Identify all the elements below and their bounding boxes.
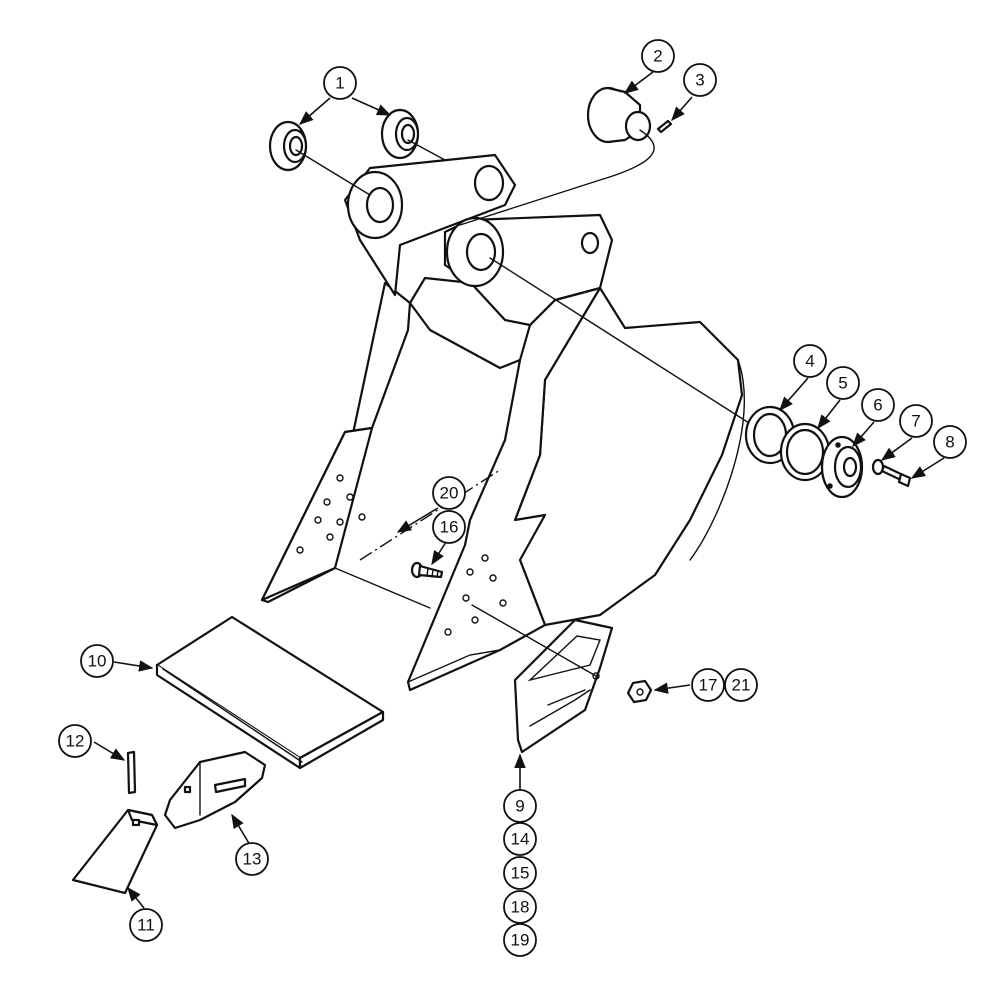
left-mounting-ear — [343, 153, 517, 297]
pivot-pin — [586, 86, 652, 144]
callout-7: 7 — [899, 404, 933, 438]
callout-18: 18 — [503, 890, 537, 924]
plow-bolt — [410, 561, 444, 579]
callout-2: 2 — [641, 39, 675, 73]
svg-text:8: 8 — [945, 433, 954, 452]
svg-text:7: 7 — [911, 412, 920, 431]
lock-pin — [126, 750, 137, 795]
svg-text:9: 9 — [515, 797, 524, 816]
svg-text:19: 19 — [511, 931, 530, 950]
svg-text:14: 14 — [511, 830, 530, 849]
callout-12: 12 — [58, 724, 92, 758]
callout-21: 21 — [724, 668, 758, 702]
svg-text:5: 5 — [838, 374, 847, 393]
svg-text:13: 13 — [243, 850, 262, 869]
left-plate-bolt-holes — [296, 474, 366, 554]
roll-pin — [656, 119, 673, 134]
callout-8: 8 — [933, 425, 967, 459]
callout-4: 4 — [793, 344, 827, 378]
cutting-edge — [155, 615, 385, 770]
bolt-8 — [880, 464, 912, 488]
callout-10: 10 — [80, 644, 114, 678]
bushing-right — [380, 108, 420, 160]
callout-3: 3 — [683, 63, 717, 97]
bucket-right-side-plate — [406, 286, 602, 692]
bucket-body — [260, 276, 746, 692]
svg-text:10: 10 — [88, 652, 107, 671]
tooth-point — [71, 808, 159, 895]
callout-17: 17 — [691, 668, 725, 702]
svg-text:15: 15 — [511, 864, 530, 883]
retainer-plate-6 — [820, 435, 864, 499]
svg-text:6: 6 — [873, 396, 882, 415]
callout-5: 5 — [826, 366, 860, 400]
callout-11: 11 — [129, 908, 163, 942]
svg-text:3: 3 — [695, 71, 704, 90]
svg-text:12: 12 — [66, 732, 85, 751]
svg-text:11: 11 — [137, 916, 155, 935]
svg-text:1: 1 — [335, 74, 344, 93]
svg-text:20: 20 — [440, 484, 459, 503]
right-mounting-ear — [443, 213, 614, 327]
side-cutter — [513, 618, 614, 754]
right-plate-bolt-holes — [444, 554, 507, 636]
callout-13: 13 — [235, 842, 269, 876]
callout-14: 14 — [503, 822, 537, 856]
callout-6: 6 — [861, 388, 895, 422]
svg-text:4: 4 — [805, 352, 814, 371]
svg-text:21: 21 — [732, 676, 751, 695]
svg-text:17: 17 — [699, 676, 718, 695]
callout-15: 15 — [503, 856, 537, 890]
callout-16: 16 — [432, 510, 466, 544]
callout-19: 19 — [503, 923, 537, 957]
leader-lines — [93, 71, 945, 909]
callout-1: 1 — [323, 66, 357, 100]
svg-text:18: 18 — [511, 898, 530, 917]
bushing-left — [268, 120, 308, 172]
svg-text:2: 2 — [653, 47, 662, 66]
plow-bolt-nut — [626, 679, 653, 704]
tooth-adapter — [163, 750, 267, 830]
svg-text:16: 16 — [440, 518, 459, 537]
callout-9: 9 — [503, 789, 537, 823]
callout-20: 20 — [432, 476, 466, 510]
